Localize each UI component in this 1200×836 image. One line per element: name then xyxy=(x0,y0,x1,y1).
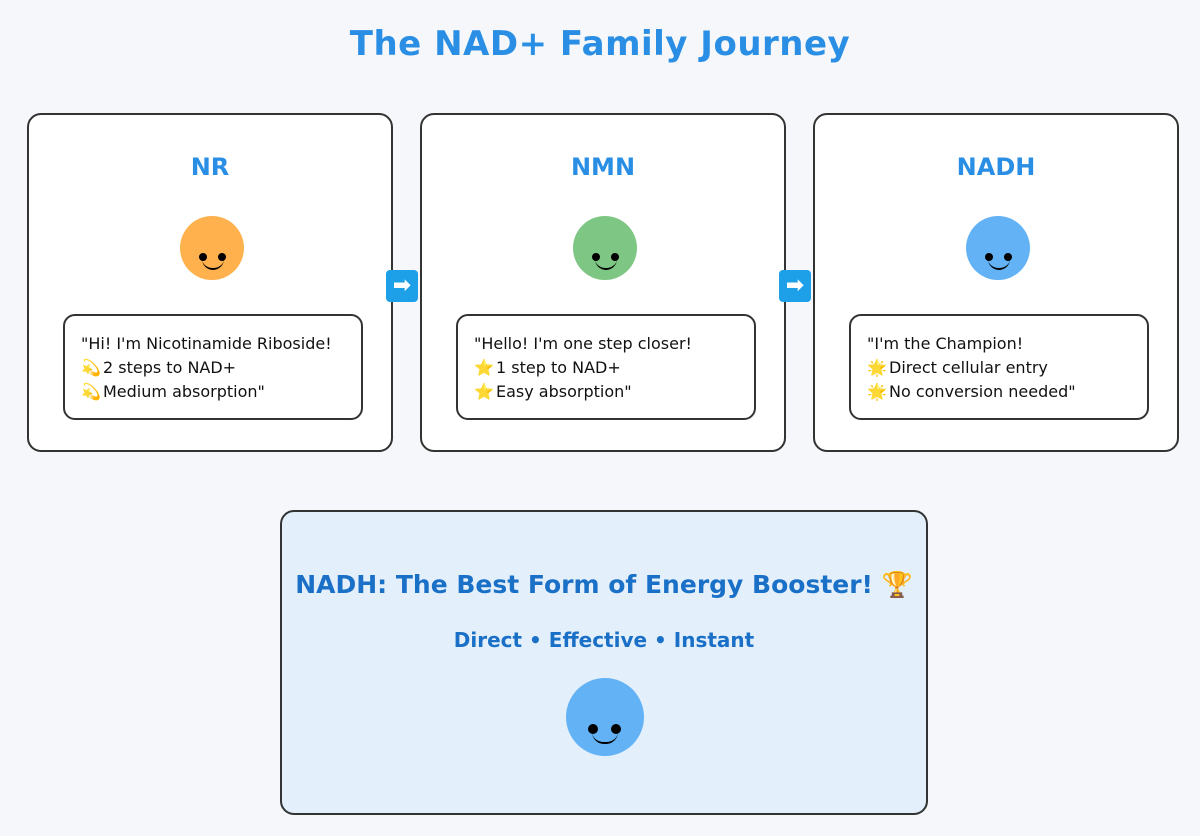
summary-panel: NADH: The Best Form of Energy Booster! 🏆… xyxy=(280,510,928,815)
speech-text: Medium absorption" xyxy=(103,382,265,401)
speech-text: "I'm the Champion! xyxy=(867,334,1024,353)
right-arrow-icon: ➡ xyxy=(779,270,811,302)
nadh-face-icon xyxy=(966,216,1030,280)
card-title-nadh: NADH xyxy=(956,153,1036,181)
speech-line: 💫2 steps to NAD+ xyxy=(81,356,361,380)
smile-icon xyxy=(988,257,1010,270)
dizzy-icon: 💫 xyxy=(81,358,101,377)
speech-line: 🌟Direct cellular entry xyxy=(867,356,1147,380)
summary-title: NADH: The Best Form of Energy Booster! 🏆 xyxy=(295,570,913,599)
speech-text: "Hi! I'm Nicotinamide Riboside! xyxy=(81,334,332,353)
dizzy-icon: 💫 xyxy=(81,382,101,401)
speech-bubble-nadh: "I'm the Champion! 🌟Direct cellular entr… xyxy=(849,314,1149,420)
speech-text: Direct cellular entry xyxy=(889,358,1048,377)
smile-icon xyxy=(202,257,224,270)
star-icon: ⭐ xyxy=(474,358,494,377)
card-nr: NR "Hi! I'm Nicotinamide Riboside! 💫2 st… xyxy=(27,113,393,452)
card-title-nmn: NMN xyxy=(570,153,636,181)
card-nadh: NADH "I'm the Champion! 🌟Direct cellular… xyxy=(813,113,1179,452)
nmn-face-icon xyxy=(573,216,637,280)
nadh-champion-face-icon xyxy=(566,678,644,756)
speech-text: 1 step to NAD+ xyxy=(496,358,621,377)
speech-line: ⭐1 step to NAD+ xyxy=(474,356,754,380)
speech-line: 💫Medium absorption" xyxy=(81,380,361,404)
eye-icon xyxy=(611,724,621,734)
speech-line: "I'm the Champion! xyxy=(867,332,1147,356)
speech-line: 🌟No conversion needed" xyxy=(867,380,1147,404)
speech-bubble-nmn: "Hello! I'm one step closer! ⭐1 step to … xyxy=(456,314,756,420)
smile-icon xyxy=(595,257,617,270)
card-nmn: NMN "Hello! I'm one step closer! ⭐1 step… xyxy=(420,113,786,452)
speech-bubble-nr: "Hi! I'm Nicotinamide Riboside! 💫2 steps… xyxy=(63,314,363,420)
nr-face-icon xyxy=(180,216,244,280)
smile-icon xyxy=(592,730,618,744)
speech-line: "Hello! I'm one step closer! xyxy=(474,332,754,356)
summary-subtitle: Direct • Effective • Instant xyxy=(453,628,755,652)
speech-text: 2 steps to NAD+ xyxy=(103,358,237,377)
card-title-nr: NR xyxy=(190,153,230,181)
speech-text: Easy absorption" xyxy=(496,382,632,401)
right-arrow-icon: ➡ xyxy=(386,270,418,302)
speech-line: "Hi! I'm Nicotinamide Riboside! xyxy=(81,332,361,356)
page-title: The NAD+ Family Journey xyxy=(349,24,851,64)
glowing-star-icon: 🌟 xyxy=(867,358,887,377)
glowing-star-icon: 🌟 xyxy=(867,382,887,401)
star-icon: ⭐ xyxy=(474,382,494,401)
speech-line: ⭐Easy absorption" xyxy=(474,380,754,404)
speech-text: No conversion needed" xyxy=(889,382,1076,401)
eye-icon xyxy=(588,724,598,734)
speech-text: "Hello! I'm one step closer! xyxy=(474,334,692,353)
